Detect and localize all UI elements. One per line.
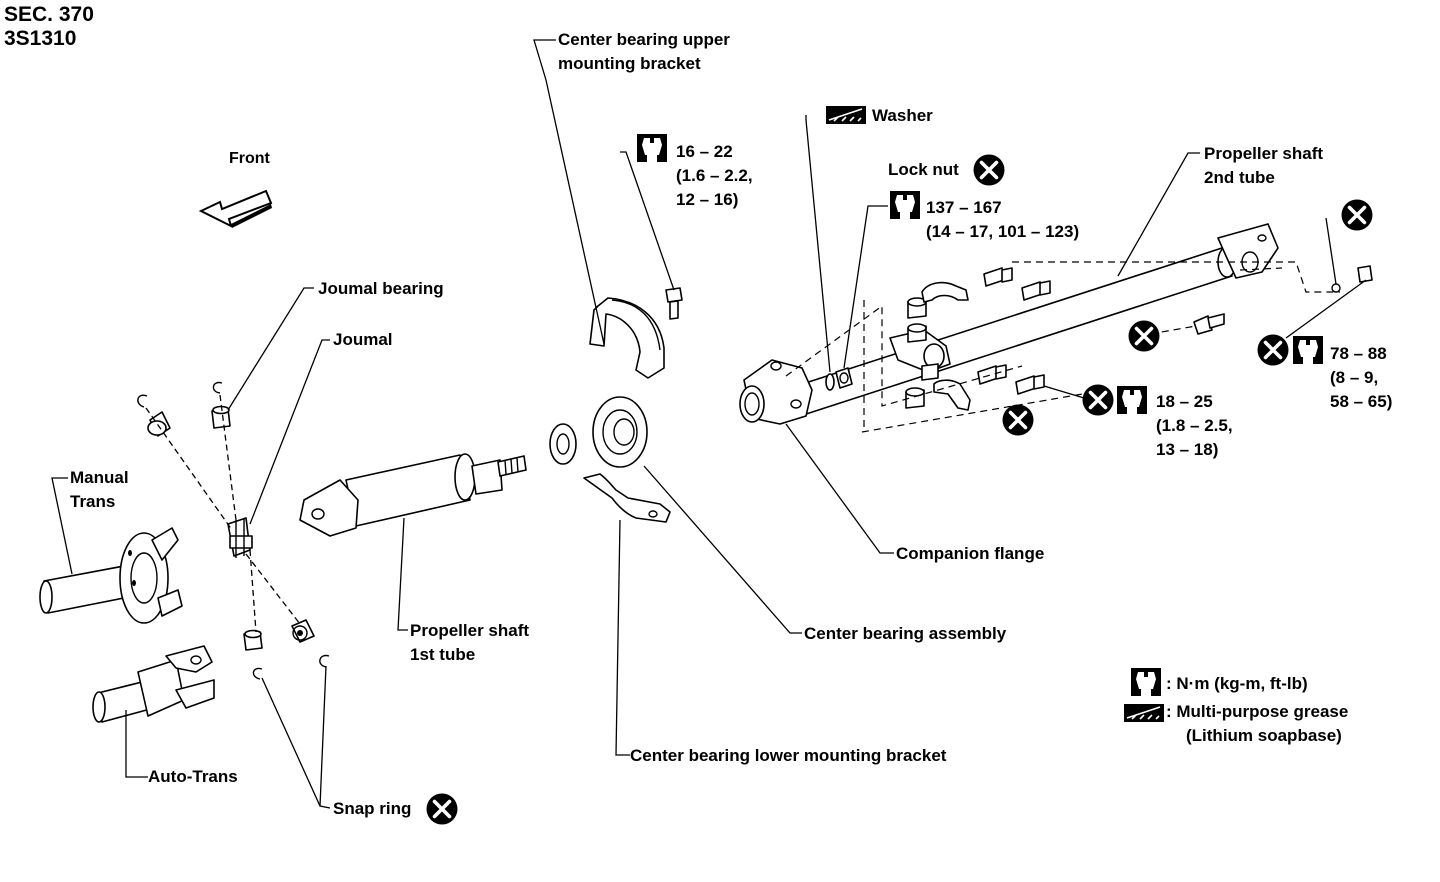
auto-trans-label: Auto-Trans bbox=[148, 767, 238, 786]
do-not-reuse-icon bbox=[1000, 402, 1036, 438]
center-bearing-assembly-label: Center bearing assembly bbox=[804, 624, 1007, 643]
legend-grease-line2: (Lithium soapbase) bbox=[1186, 726, 1342, 745]
do-not-reuse-icon bbox=[971, 152, 1007, 188]
washer-label: Washer bbox=[872, 106, 933, 125]
snap-ring-label: Snap ring bbox=[333, 799, 412, 818]
torque-wrench-icon bbox=[637, 134, 667, 162]
legend-grease-line1: : Multi-purpose grease bbox=[1166, 702, 1349, 721]
center-bearing-lower-bracket bbox=[583, 473, 671, 523]
section-number: SEC. 370 bbox=[4, 3, 94, 26]
center-bearing-upper-bracket bbox=[589, 297, 665, 379]
front-label: Front bbox=[229, 150, 270, 167]
lower-bolt-torque-line1: 18 – 25 bbox=[1156, 392, 1213, 411]
manual-trans-label-line1: Manual bbox=[70, 468, 129, 487]
figure-code: 3S1310 bbox=[4, 27, 77, 50]
lock-nut-label: Lock nut bbox=[888, 160, 959, 179]
lower-bolt-torque-line2: (1.8 – 2.5, bbox=[1156, 416, 1233, 435]
torque-wrench-icon bbox=[1293, 336, 1323, 364]
upper-bolt-torque-line3: 12 – 16) bbox=[676, 190, 739, 209]
upper-bolt-torque-line1: 16 – 22 bbox=[676, 142, 733, 161]
torque-wrench-icon bbox=[1131, 668, 1161, 696]
propeller-shaft-1st-tube bbox=[299, 453, 527, 537]
upper-bolt-torque-line2: (1.6 – 2.2, bbox=[676, 166, 753, 185]
companion-flange bbox=[739, 359, 813, 425]
lock-nut-torque-line2: (14 – 17, 101 – 123) bbox=[926, 222, 1080, 241]
auto-trans-yoke bbox=[92, 645, 215, 723]
propeller-1st-label-line1: Propeller shaft bbox=[410, 621, 530, 640]
do-not-reuse-icon bbox=[424, 791, 460, 827]
lock-nut-part bbox=[835, 367, 853, 389]
lock-nut-torque-line1: 137 – 167 bbox=[926, 198, 1002, 217]
grease-icon bbox=[825, 105, 867, 125]
flange-nut-torque-line2: (8 – 9, bbox=[1330, 368, 1379, 387]
lower-bolt-torque-line3: 13 – 18) bbox=[1156, 440, 1219, 459]
propeller-2nd-label-line1: Propeller shaft bbox=[1204, 144, 1324, 163]
center-bearing-upper-label-line1: Center bearing upper bbox=[558, 30, 730, 49]
center-bearing-upper-label-line2: mounting bracket bbox=[558, 54, 701, 73]
do-not-reuse-icon bbox=[1339, 197, 1375, 233]
upper-bracket-bolt bbox=[665, 287, 683, 320]
grease-icon bbox=[1123, 703, 1165, 723]
propeller-1st-label-line2: 1st tube bbox=[410, 645, 476, 664]
torque-wrench-icon bbox=[1117, 386, 1147, 414]
torque-wrench-icon bbox=[890, 191, 920, 219]
center-bearing bbox=[549, 396, 648, 468]
companion-flange-label: Companion flange bbox=[896, 544, 1045, 563]
journal-label: Joumal bbox=[333, 330, 393, 349]
journal-bearings bbox=[147, 405, 315, 651]
leader-lines bbox=[51, 39, 1367, 809]
propeller-2nd-label-line2: 2nd tube bbox=[1204, 168, 1275, 187]
manual-trans-shaft bbox=[39, 527, 183, 624]
journal-bearing-label: Joumal bearing bbox=[318, 279, 444, 298]
do-not-reuse-icon bbox=[1126, 318, 1162, 354]
flange-nut-torque-line1: 78 – 88 bbox=[1330, 344, 1387, 363]
rear-universal-joint bbox=[889, 297, 951, 409]
do-not-reuse-icon bbox=[1255, 332, 1291, 368]
legend-torque-unit: : N·m (kg-m, ft-lb) bbox=[1166, 674, 1308, 693]
tube-clamps bbox=[921, 281, 971, 411]
center-bearing-lower-label: Center bearing lower mounting bracket bbox=[630, 746, 947, 765]
do-not-reuse-icon bbox=[1080, 382, 1116, 418]
washer-part bbox=[825, 373, 835, 391]
snap-rings bbox=[137, 381, 330, 680]
front-direction-arrow-icon bbox=[198, 189, 273, 228]
manual-trans-label-line2: Trans bbox=[70, 492, 116, 511]
universal-joint bbox=[227, 517, 253, 558]
flange-nut-torque-line3: 58 – 65) bbox=[1330, 392, 1393, 411]
